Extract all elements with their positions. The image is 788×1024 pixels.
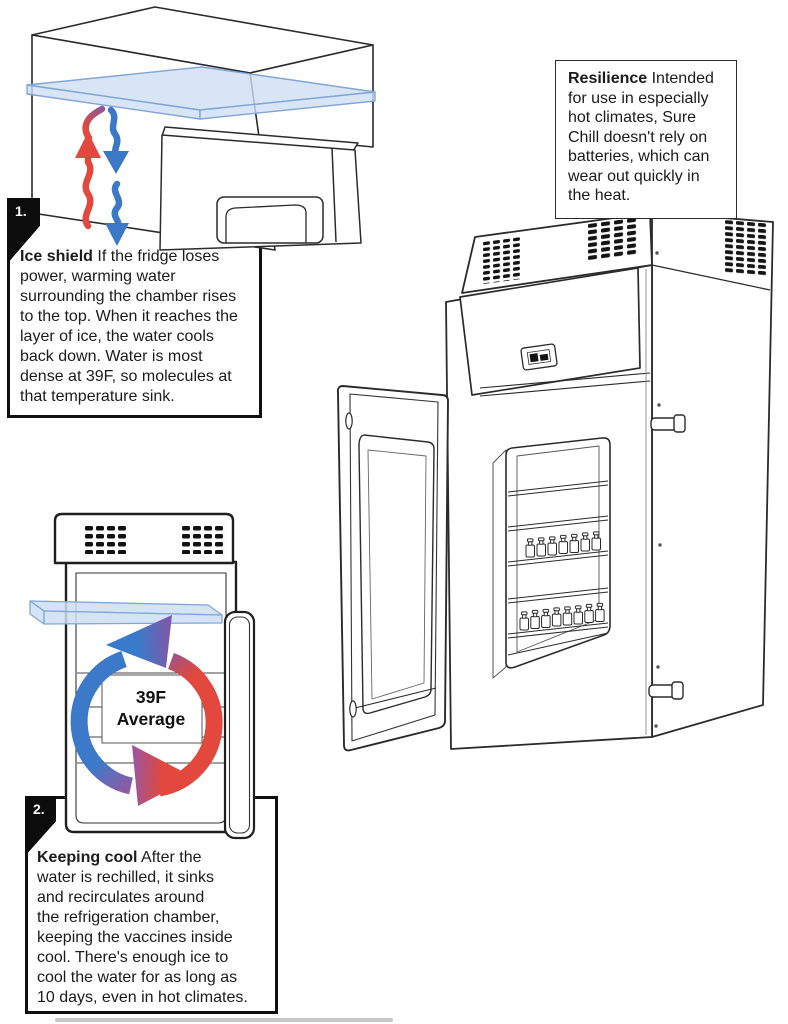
average-temperature-label: 39F Average xyxy=(117,687,186,729)
vent-grille-front-right-icon xyxy=(588,217,638,262)
convection-arrows xyxy=(75,105,129,246)
callout-lead: Keeping cool xyxy=(37,849,138,866)
open-door xyxy=(223,610,256,840)
temperature-qualifier: Average xyxy=(117,709,186,729)
cold-water-down-arrow-icon xyxy=(103,106,129,246)
callout-keeping-cool-text: Keeping cool After the water is rechille… xyxy=(37,848,270,1008)
rivets xyxy=(654,251,662,728)
vent-grille-right-icon xyxy=(725,220,767,277)
ice-layer xyxy=(26,66,376,120)
main-fridge-illustration xyxy=(336,211,774,752)
temperature-panel xyxy=(101,674,203,744)
refrigeration-chamber-opening xyxy=(505,437,611,669)
callout-resilience-text: Resilience Intended for use in especiall… xyxy=(568,69,730,206)
door-latch-icon xyxy=(345,412,353,430)
callout-resilience: Resilience Intended for use in especiall… xyxy=(555,60,737,219)
callout-body: Intended for use in especially hot clima… xyxy=(568,70,714,204)
fridge-right-face xyxy=(651,211,774,738)
callout-keeping-cool: Keeping cool After the water is rechille… xyxy=(25,796,278,1014)
cropped-edge-artifact xyxy=(55,1018,393,1022)
shelves xyxy=(507,480,609,656)
callout-body: After the water is rechilled, it sinks a… xyxy=(37,849,248,1006)
chamber-underside xyxy=(159,126,362,251)
cold-cycle-arrowhead-icon xyxy=(106,615,172,668)
vent-grille-left-icon xyxy=(85,526,126,554)
callout-lead: Resilience xyxy=(568,70,648,87)
door-hinge-bottom-icon xyxy=(648,681,684,700)
door-jamb xyxy=(492,449,507,679)
callout-ice-shield-text: Ice shield If the fridge loses power, wa… xyxy=(20,247,254,407)
vent-grille-right-icon xyxy=(182,526,223,554)
door-hinge-top-icon xyxy=(650,414,686,433)
callout-body: If the fridge loses power, warming water… xyxy=(20,248,238,405)
warm-cycle-arrowhead-icon xyxy=(132,745,193,806)
fridge-top-cutaway-illustration xyxy=(26,6,376,251)
callout-lead: Ice shield xyxy=(20,248,93,265)
ice-layer xyxy=(29,600,223,625)
recirculation-cycle-icon xyxy=(70,615,223,806)
door-latch-icon xyxy=(349,700,357,718)
step-number: 2. xyxy=(33,801,45,817)
upper-compartment-panel xyxy=(459,267,641,396)
vent-grille-front-left-icon xyxy=(483,237,520,284)
step-number: 1. xyxy=(15,203,27,219)
recirculation-illustration: 39F Average xyxy=(29,512,256,840)
warm-water-up-arrow-icon xyxy=(75,105,106,230)
temperature-value: 39F xyxy=(136,687,166,707)
open-door xyxy=(336,385,449,752)
temperature-display-icon xyxy=(520,343,558,371)
